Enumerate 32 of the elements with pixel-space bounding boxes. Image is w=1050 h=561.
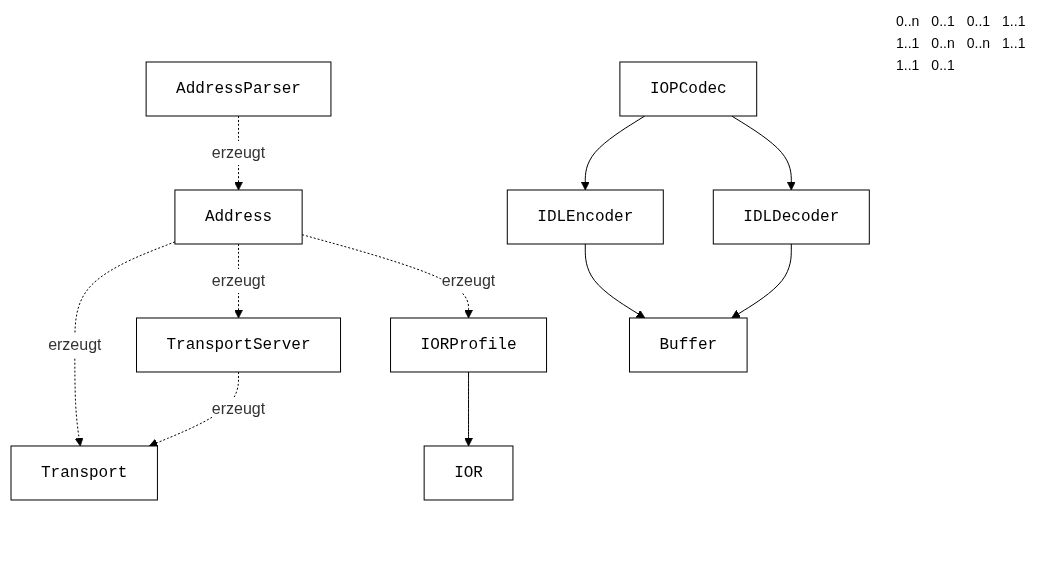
multiplicity-label: 1..1 [1002, 35, 1026, 51]
multiplicity-label: 0..n [931, 35, 955, 51]
edge-label: erzeugt [211, 271, 266, 289]
edge-label: erzeugt [211, 143, 266, 161]
arrow [731, 243, 792, 318]
multiplicity-label: 0..n [896, 13, 920, 29]
node-box: IOR [423, 445, 514, 500]
node-box: IORProfile [389, 317, 547, 372]
multiplicity-label: 1..1 [896, 57, 920, 73]
node-box: AddressParser [145, 61, 332, 116]
arrow [731, 115, 796, 190]
multiplicity-label: 0..1 [966, 13, 991, 29]
arrow [464, 371, 473, 446]
edge-label: erzeugt [211, 399, 266, 417]
node-box: IDLEncoder [506, 189, 664, 244]
node-box: Address [174, 189, 303, 244]
edge-label: erzeugt [441, 271, 496, 289]
multiplicity-label: 1..1 [896, 35, 920, 51]
edge-label: erzeugt [47, 335, 102, 353]
arrow [584, 243, 646, 318]
arrow [301, 233, 473, 318]
node-box: IDLDecoder [712, 189, 870, 244]
node-box: Transport [10, 445, 158, 500]
multiplicity-label: 0..1 [931, 57, 955, 73]
multiplicity-label: 0..n [966, 35, 991, 51]
multiplicity-label: 0..1 [931, 13, 955, 29]
multiplicity-label: 1..1 [1002, 13, 1026, 29]
node-box: TransportServer [135, 317, 341, 372]
arrow [580, 115, 646, 190]
node-box: IOPCodec [619, 61, 758, 116]
node-box: Buffer [628, 317, 748, 372]
arrow [148, 371, 239, 447]
